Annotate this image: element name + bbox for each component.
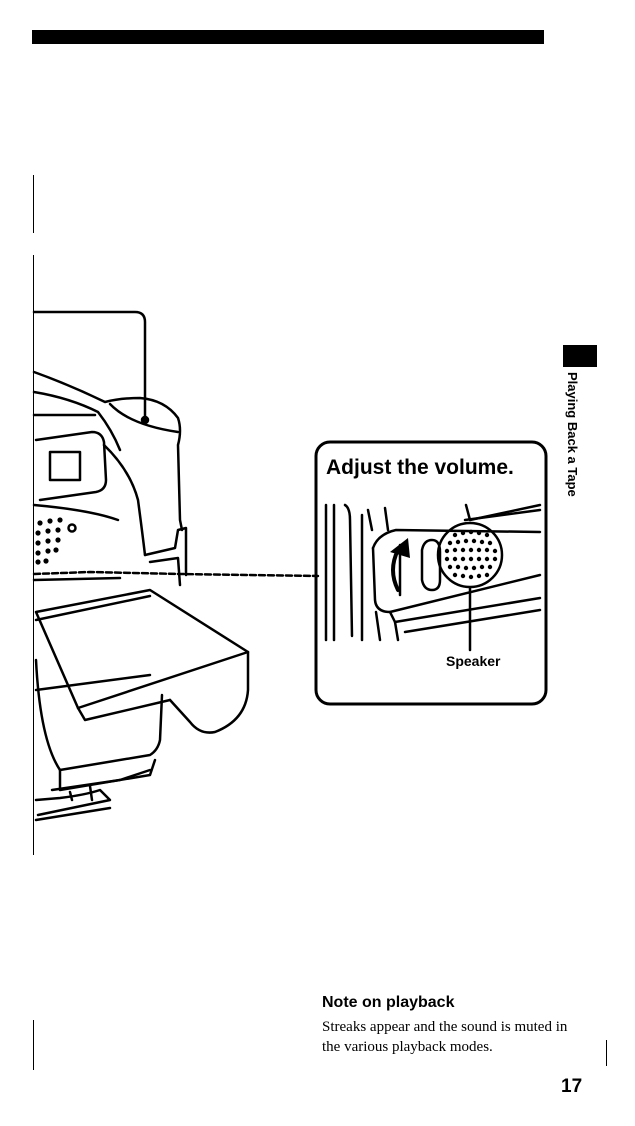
callout-title: Adjust the volume. <box>326 456 514 480</box>
speaker-label: Speaker <box>446 653 500 669</box>
note-body: Streaks appear and the sound is muted in… <box>322 1017 572 1057</box>
note-heading: Note on playback <box>322 994 454 1012</box>
page-number: 17 <box>561 1076 582 1098</box>
